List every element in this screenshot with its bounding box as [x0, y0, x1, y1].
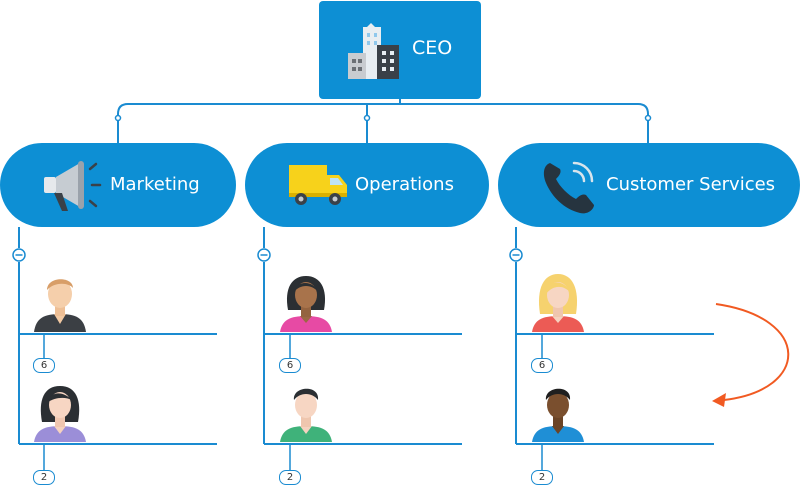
woman-pink-shirt-avatar[interactable] — [278, 270, 334, 334]
count-badge[interactable]: 6 — [531, 358, 553, 373]
dept-label-customer-services: Customer Services — [606, 174, 776, 195]
dept-node-operations[interactable]: Operations — [245, 143, 489, 227]
dept-label-marketing: Marketing — [110, 174, 200, 195]
count-badge[interactable]: 2 — [279, 470, 301, 485]
phone-call-icon — [543, 161, 594, 214]
ceo-label: CEO — [412, 37, 453, 59]
dept-node-customer-services[interactable]: Customer Services — [498, 143, 800, 227]
operations-rail — [263, 227, 462, 445]
man-green-shirt-avatar[interactable] — [278, 380, 334, 444]
collapse-toggle-marketing[interactable] — [12, 248, 26, 262]
woman-purple-shirt-avatar[interactable] — [32, 380, 88, 444]
dept-label-operations: Operations — [355, 174, 454, 195]
megaphone-icon — [44, 161, 102, 211]
move-arrow — [712, 303, 790, 407]
ceo-node[interactable]: CEO — [319, 1, 481, 99]
marketing-rail — [18, 227, 217, 445]
man-dark-shirt-avatar[interactable] — [32, 270, 88, 334]
customer-rail — [515, 227, 714, 445]
count-badge[interactable]: 6 — [33, 358, 55, 373]
ceo-connectors — [117, 99, 649, 143]
man-blue-shirt-avatar[interactable] — [530, 380, 586, 444]
connector-joints — [114, 114, 652, 122]
blonde-woman-red-shirt-avatar[interactable] — [530, 270, 586, 334]
badge-stems — [43, 334, 543, 470]
office-buildings-icon — [348, 23, 399, 79]
count-badge[interactable]: 2 — [531, 470, 553, 485]
arrow-head-icon — [712, 393, 726, 407]
delivery-truck-icon — [289, 165, 347, 205]
collapse-toggle-operations[interactable] — [257, 248, 271, 262]
dept-node-marketing[interactable]: Marketing — [0, 143, 236, 227]
count-badge[interactable]: 6 — [279, 358, 301, 373]
collapse-toggle-customer[interactable] — [509, 248, 523, 262]
count-badge[interactable]: 2 — [33, 470, 55, 485]
